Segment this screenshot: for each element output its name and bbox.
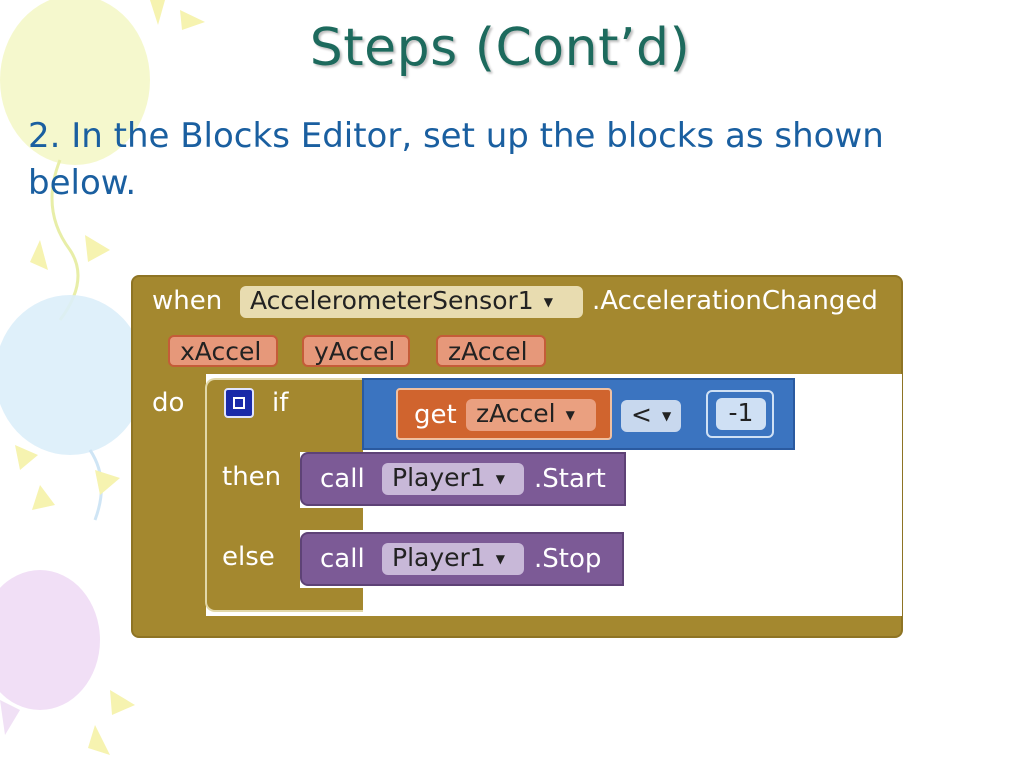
confetti xyxy=(0,700,20,735)
if-label: if xyxy=(272,388,289,418)
operator-dropdown-value: < xyxy=(631,400,652,429)
call-label-start: call xyxy=(320,464,365,494)
triangle-down-icon: ▼ xyxy=(495,552,505,566)
balloon-blue xyxy=(0,295,145,455)
component-dropdown[interactable]: AccelerometerSensor1 ▼ xyxy=(240,286,583,318)
confetti xyxy=(95,470,120,495)
confetti xyxy=(110,690,135,715)
method-start-label: .Start xyxy=(534,464,606,494)
balloon-purple xyxy=(0,570,100,710)
gear-mutator-icon[interactable] xyxy=(224,388,254,418)
player-dropdown-stop[interactable]: Player1 ▼ xyxy=(382,543,524,575)
triangle-down-icon: ▼ xyxy=(543,295,553,309)
confetti xyxy=(150,0,165,25)
confetti xyxy=(30,240,48,270)
player-dropdown-start[interactable]: Player1 ▼ xyxy=(382,463,524,495)
param-zaccel[interactable]: zAccel xyxy=(436,335,546,367)
variable-dropdown[interactable]: zAccel ▼ xyxy=(466,399,596,431)
triangle-down-icon: ▼ xyxy=(661,409,672,423)
number-field[interactable]: -1 xyxy=(716,398,766,430)
then-label: then xyxy=(222,462,282,492)
when-label: when xyxy=(152,286,223,316)
operator-dropdown[interactable]: <▼ xyxy=(621,400,681,432)
triangle-down-icon: ▼ xyxy=(495,472,505,486)
player-dropdown-start-value: Player1 xyxy=(392,463,486,492)
variable-dropdown-value: zAccel xyxy=(476,399,556,428)
balloon-yellow xyxy=(0,0,150,165)
else-label: else xyxy=(222,542,275,572)
confetti xyxy=(88,725,110,755)
confetti xyxy=(180,10,205,30)
param-xaccel[interactable]: xAccel xyxy=(168,335,278,367)
method-stop-label: .Stop xyxy=(534,544,602,574)
call-label-stop: call xyxy=(320,544,365,574)
do-label: do xyxy=(152,388,185,418)
confetti xyxy=(15,445,38,470)
component-dropdown-value: AccelerometerSensor1 xyxy=(250,286,534,315)
slide-title: Steps (Cont’d) xyxy=(309,18,691,78)
get-label: get xyxy=(414,400,457,430)
triangle-down-icon: ▼ xyxy=(565,408,575,422)
player-dropdown-stop-value: Player1 xyxy=(392,543,486,572)
param-yaccel[interactable]: yAccel xyxy=(302,335,410,367)
confetti xyxy=(32,485,55,510)
event-name-label: .AccelerationChanged xyxy=(592,286,878,316)
confetti xyxy=(85,235,110,262)
slide-body-text: 2. In the Blocks Editor, set up the bloc… xyxy=(28,116,884,203)
